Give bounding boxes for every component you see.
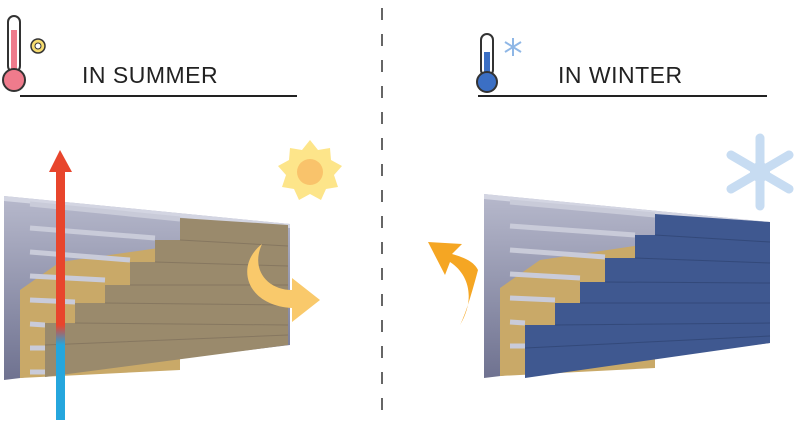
small-snowflake-icon — [504, 38, 522, 56]
summer-reflection-arrow — [247, 244, 320, 322]
snowflake-icon — [726, 133, 794, 211]
heat-arrow-head — [49, 150, 72, 172]
winter-heat-retention-arrow — [428, 242, 478, 325]
winter-facade-wall — [484, 194, 771, 378]
thermometer-hot-icon — [2, 15, 26, 92]
winter-title: IN WINTER — [558, 62, 683, 88]
summer-title: IN SUMMER — [82, 62, 219, 88]
facade-tiles — [525, 214, 770, 378]
summer-facade-wall — [4, 196, 290, 380]
sun-icon — [278, 140, 342, 200]
thermometer-cold-icon — [476, 33, 498, 93]
rails — [29, 201, 181, 375]
small-sun-icon — [30, 38, 46, 54]
heat-flow-arrow — [56, 170, 65, 420]
